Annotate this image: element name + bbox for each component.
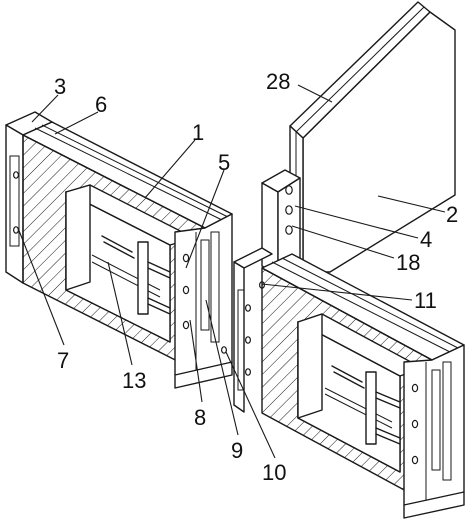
callout-13: 13 — [122, 368, 146, 393]
leader-10 — [225, 351, 276, 459]
callout-9: 9 — [231, 438, 243, 463]
bolt-hole — [285, 185, 293, 195]
leader-1 — [144, 139, 196, 199]
callout-7: 7 — [57, 348, 69, 373]
leader-lines — [17, 84, 446, 459]
leader-18 — [291, 225, 395, 259]
callout-labels: 1 2 3 4 5 6 7 8 9 10 11 13 18 28 — [54, 69, 458, 485]
callout-28: 28 — [266, 69, 290, 94]
callout-5: 5 — [218, 150, 230, 175]
callout-6: 6 — [95, 92, 107, 117]
callout-8: 8 — [194, 405, 206, 430]
leader-2 — [377, 195, 446, 213]
callout-4: 4 — [420, 227, 432, 252]
side-bar-4 — [261, 169, 301, 276]
bolt-hole — [285, 225, 293, 235]
leader-3 — [31, 94, 59, 123]
callout-18: 18 — [396, 250, 420, 275]
leader-9 — [205, 299, 239, 436]
leader-8 — [189, 319, 203, 403]
leader-7 — [17, 227, 65, 346]
leader-6 — [54, 111, 99, 135]
callout-1: 1 — [192, 120, 204, 145]
leader-5 — [185, 169, 225, 269]
callout-2: 2 — [446, 202, 458, 227]
bolt-hole — [285, 205, 293, 215]
callout-3: 3 — [54, 74, 66, 99]
leader-13 — [107, 261, 133, 366]
leader-28 — [297, 84, 333, 103]
callout-11: 11 — [414, 288, 437, 313]
leader-11 — [261, 283, 413, 301]
leader-4 — [294, 205, 419, 239]
left-mold-frame — [5, 111, 233, 389]
callout-10: 10 — [262, 460, 286, 485]
